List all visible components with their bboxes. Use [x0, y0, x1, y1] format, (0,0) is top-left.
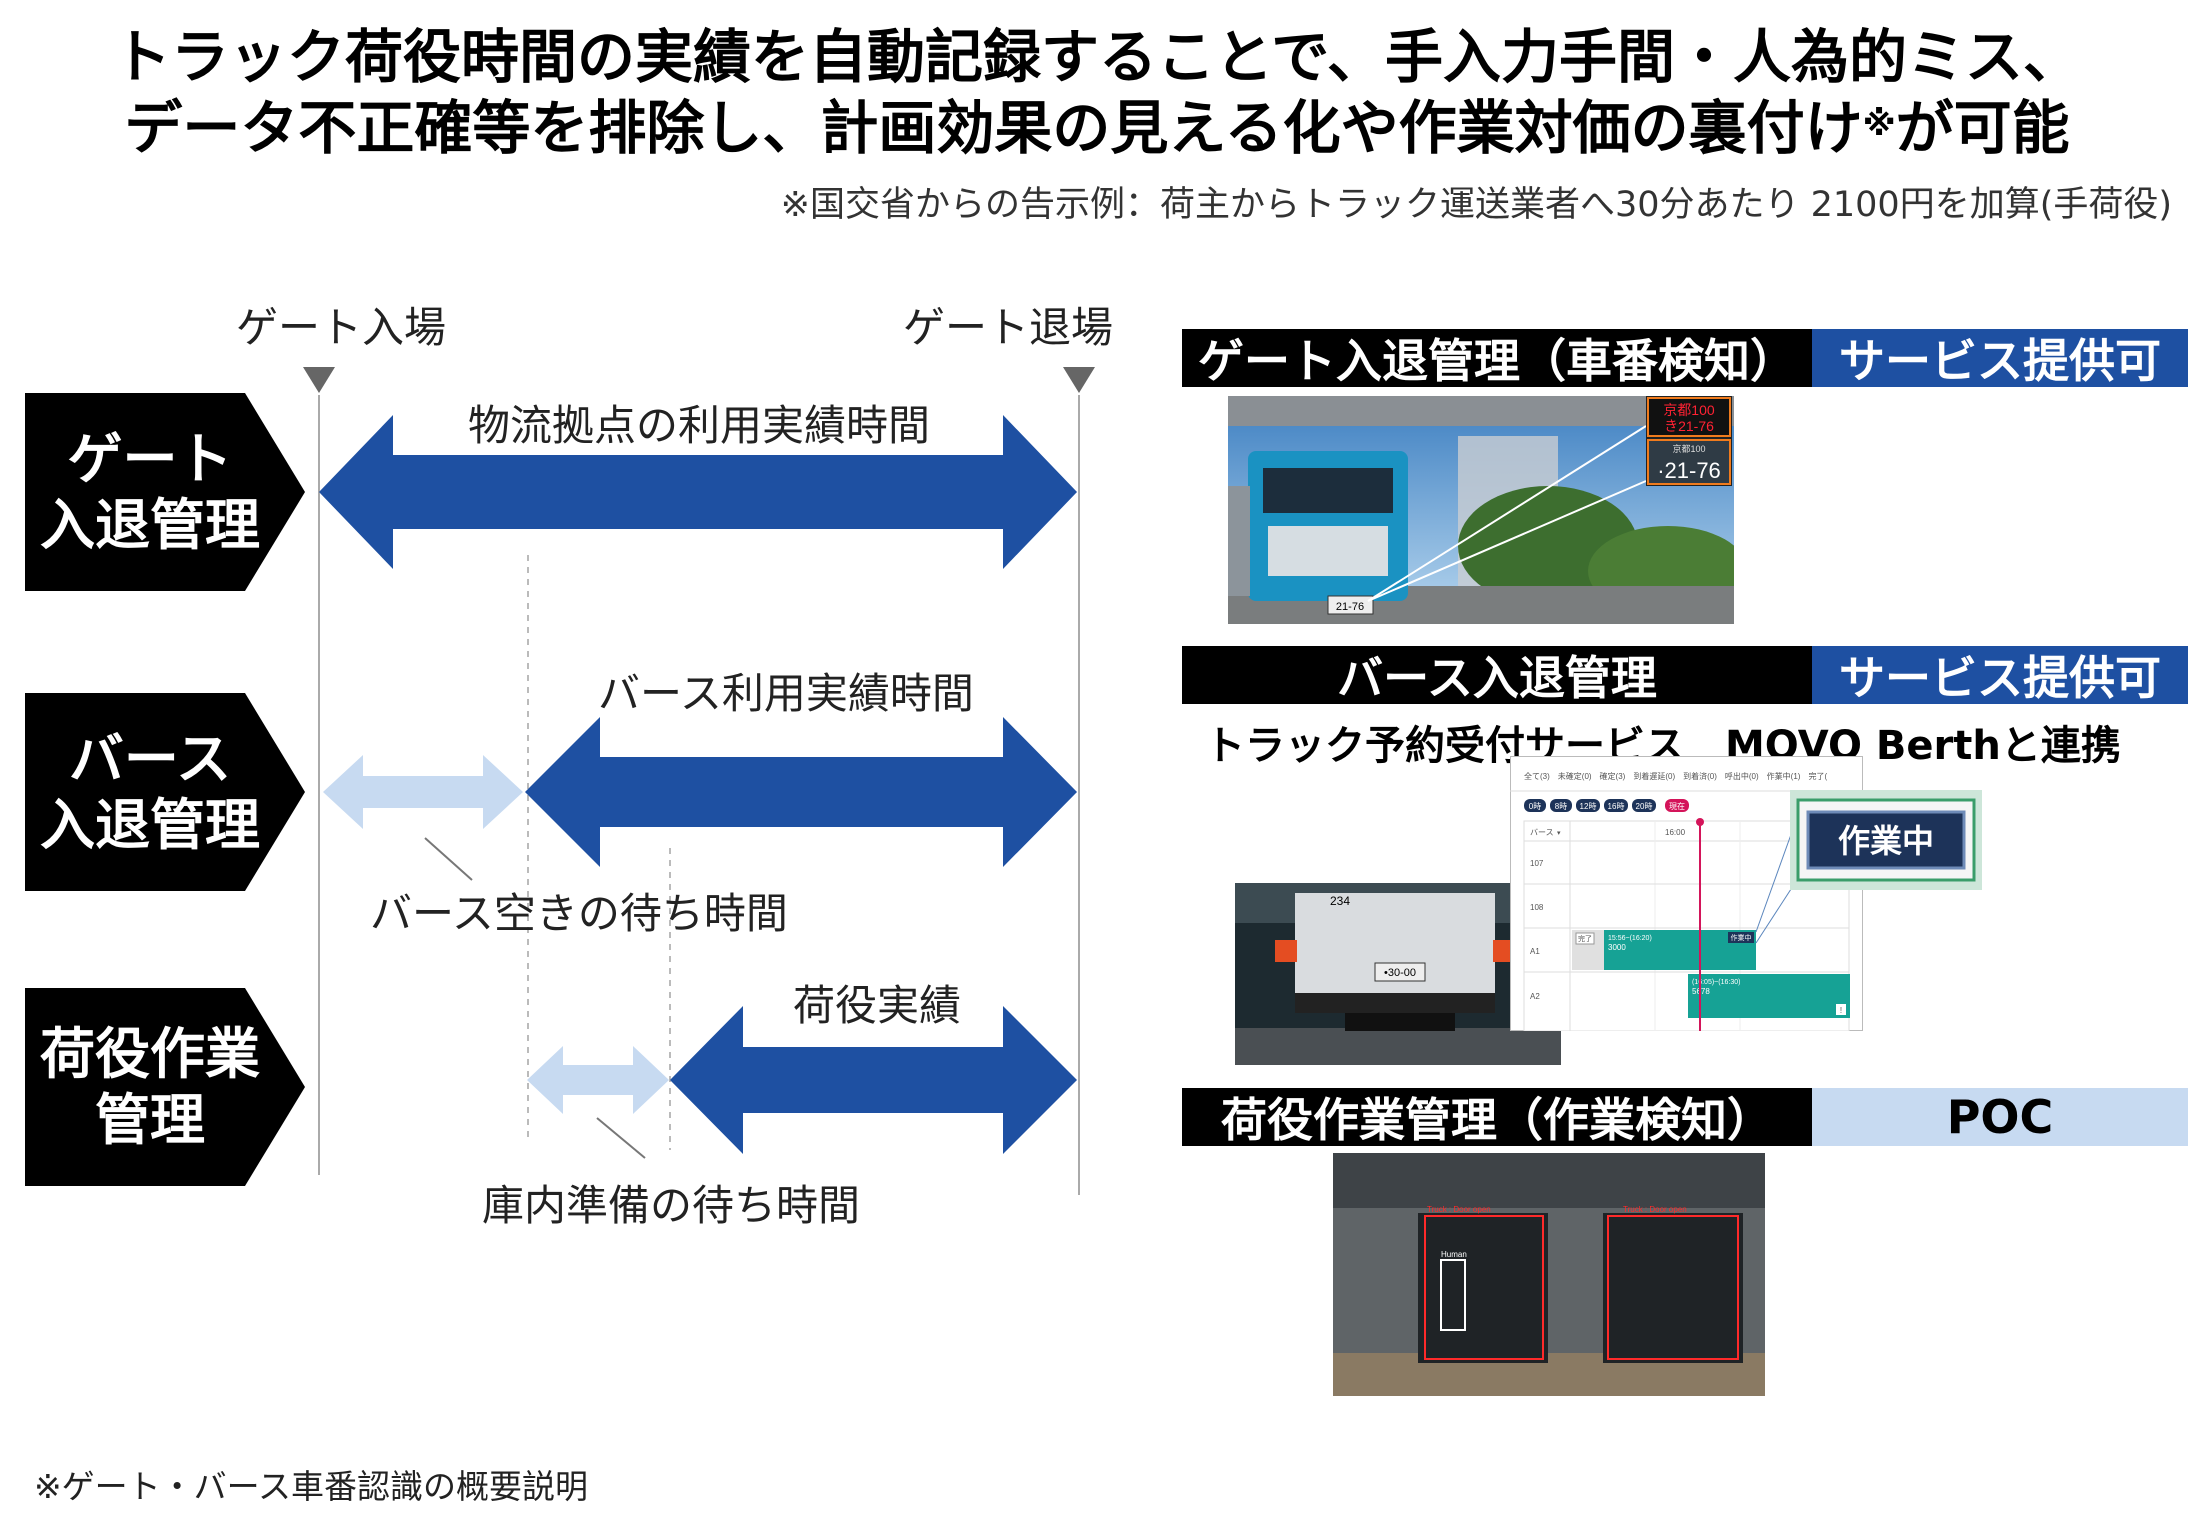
schedule-block-2-tag: ! — [1840, 1006, 1842, 1015]
row-loading-label: 荷役作業 管理 — [25, 1021, 275, 1153]
truck-plate-text: 21-76 — [1336, 601, 1364, 613]
row-gate-line1: ゲート — [67, 427, 233, 491]
time-pill-0[interactable]: 0時 — [1529, 802, 1541, 811]
schedule-block-1-time: 15:56~(16:20) — [1608, 935, 1652, 942]
detect-label-door-2: Truck : Door open — [1623, 1205, 1687, 1214]
schedule-block-2-id: 5678 — [1692, 987, 1710, 996]
loading-panel-title: 荷役作業管理（作業検知） — [1182, 1088, 1812, 1147]
row-berth-line2: 入退管理 — [39, 793, 260, 857]
svg-text:▾: ▾ — [1557, 830, 1561, 837]
time-pill-2[interactable]: 12時 — [1580, 802, 1597, 811]
detect-label-human: Human — [1441, 1250, 1467, 1259]
berth-usage-arrow — [525, 717, 1077, 867]
loading-detection-photo: Truck : Door open Human Truck : Door ope… — [1333, 1153, 1765, 1396]
gate-panel-status: サービス提供可 — [1812, 329, 2188, 388]
berth-wait-leader — [424, 837, 473, 881]
title-line-2-main: データ不正確等を排除し、計画効果の見える化や作業対価の裏付け — [124, 94, 1863, 162]
now-pill[interactable]: 現在 — [1669, 801, 1685, 811]
time-pill-4[interactable]: 20時 — [1636, 802, 1653, 811]
row-berth-line1: バース — [68, 727, 232, 791]
rear-plate-text: •30-00 — [1384, 967, 1416, 979]
schedule-time-pills: 0時 8時 12時 16時 20時 現在 — [1524, 799, 1689, 812]
schedule-time-label: 16:00 — [1665, 828, 1686, 837]
berth-wait-arrow — [323, 755, 523, 829]
row-gate-line2: 入退管理 — [39, 493, 260, 557]
regulation-note: ※国交省からの告示例：荷主からトラック運送業者へ30分あたり 2100円を加算(… — [780, 185, 2172, 225]
gate-out-marker — [1063, 367, 1095, 393]
zoom-callout: 作業中 — [1790, 790, 1982, 890]
schedule-row-a2: A2 — [1530, 992, 1540, 1001]
row-berth-label: バース 入退管理 — [25, 726, 275, 858]
schedule-done-tag: 完了 — [1578, 934, 1592, 943]
title-line-1: トラック荷役時間の実績を自動記録することで、手入力手間・人為的ミス、 — [113, 23, 2081, 91]
row-loading-shape — [25, 988, 305, 1186]
plate-detect-line2: き21-76 — [1664, 418, 1714, 434]
row-berth-shape — [25, 693, 305, 891]
gate-out-label: ゲート退場 — [903, 303, 1114, 352]
plate-crop-small: 京都100 — [1672, 443, 1705, 454]
title-note-mark: ※ — [1862, 104, 1896, 144]
warehouse-wait-leader — [596, 1117, 646, 1159]
schedule-block-2[interactable] — [1688, 974, 1850, 1018]
row-gate-label: ゲート 入退管理 — [25, 426, 275, 558]
hub-usage-label: 物流拠点の利用実績時間 — [468, 401, 931, 450]
title-line-2-tail: が可能 — [1895, 94, 2070, 162]
schedule-row-108: 108 — [1530, 903, 1544, 912]
berth-panel-title: バース入退管理 — [1182, 646, 1812, 705]
plate-crop-big: ·21-76 — [1657, 458, 1721, 483]
schedule-block-1-id: 3000 — [1608, 943, 1626, 952]
detect-box-door-2 — [1607, 1215, 1739, 1360]
schedule-block-1-tag: 作業中 — [1731, 933, 1752, 942]
movo-berth-schedule: 全て(3) 未確定(0) 確定(3) 到着遅延(0) 到着済(0) 呼出中(0)… — [1510, 756, 1863, 1031]
timeline-diagram — [25, 367, 1095, 1195]
loading-panel-status: POC — [1812, 1088, 2188, 1146]
gate-in-marker — [303, 367, 335, 393]
detect-label-door-1: Truck : Door open — [1427, 1205, 1491, 1214]
schedule-filters: 全て(3) 未確定(0) 確定(3) 到着遅延(0) 到着済(0) 呼出中(0)… — [1524, 771, 1827, 781]
rear-truck-number: 234 — [1330, 894, 1350, 908]
row-loading-line1: 荷役作業 — [39, 1022, 260, 1086]
gate-panel-title: ゲート入退管理（車番検知） — [1182, 329, 1812, 388]
row-gate-shape — [25, 393, 305, 591]
gate-in-label: ゲート入場 — [236, 303, 447, 352]
detect-box-door-1 — [1424, 1215, 1544, 1360]
warehouse-wait-arrow — [527, 1046, 669, 1114]
schedule-block-2-time: (16:05)~(16:30) — [1692, 979, 1740, 986]
footnote: ※ゲート・バース車番認識の概要説明 — [34, 1467, 589, 1506]
berth-wait-label: バース空きの待ち時間 — [370, 889, 788, 938]
schedule-row-a1: A1 — [1530, 947, 1540, 956]
loading-arrow — [670, 1006, 1077, 1154]
berth-usage-label: バース利用実績時間 — [598, 669, 974, 718]
berth-panel-status: サービス提供可 — [1812, 646, 2188, 705]
hub-usage-arrow — [319, 415, 1077, 569]
loading-label: 荷役実績 — [793, 981, 962, 1030]
title-line-2: データ不正確等を排除し、計画効果の見える化や作業対価の裏付け※が可能 — [0, 93, 2194, 163]
row-loading-line2: 管理 — [94, 1088, 205, 1152]
berth-rear-truck-photo: 234 •30-00 — [1235, 883, 1561, 1065]
gate-truck-photo: 21-76 京都100 き21-76 京都100 ·21-76 — [1228, 396, 1734, 624]
time-pill-3[interactable]: 16時 — [1608, 802, 1625, 811]
detect-box-human — [1440, 1259, 1466, 1331]
schedule-row-107: 107 — [1530, 859, 1544, 868]
zoom-status-text: 作業中 — [1838, 822, 1934, 860]
time-pill-1[interactable]: 8時 — [1555, 802, 1567, 811]
warehouse-wait-label: 庫内準備の待ち時間 — [482, 1181, 861, 1230]
schedule-col-label: バース — [1530, 828, 1554, 837]
plate-detect-line1: 京都100 — [1663, 402, 1715, 418]
